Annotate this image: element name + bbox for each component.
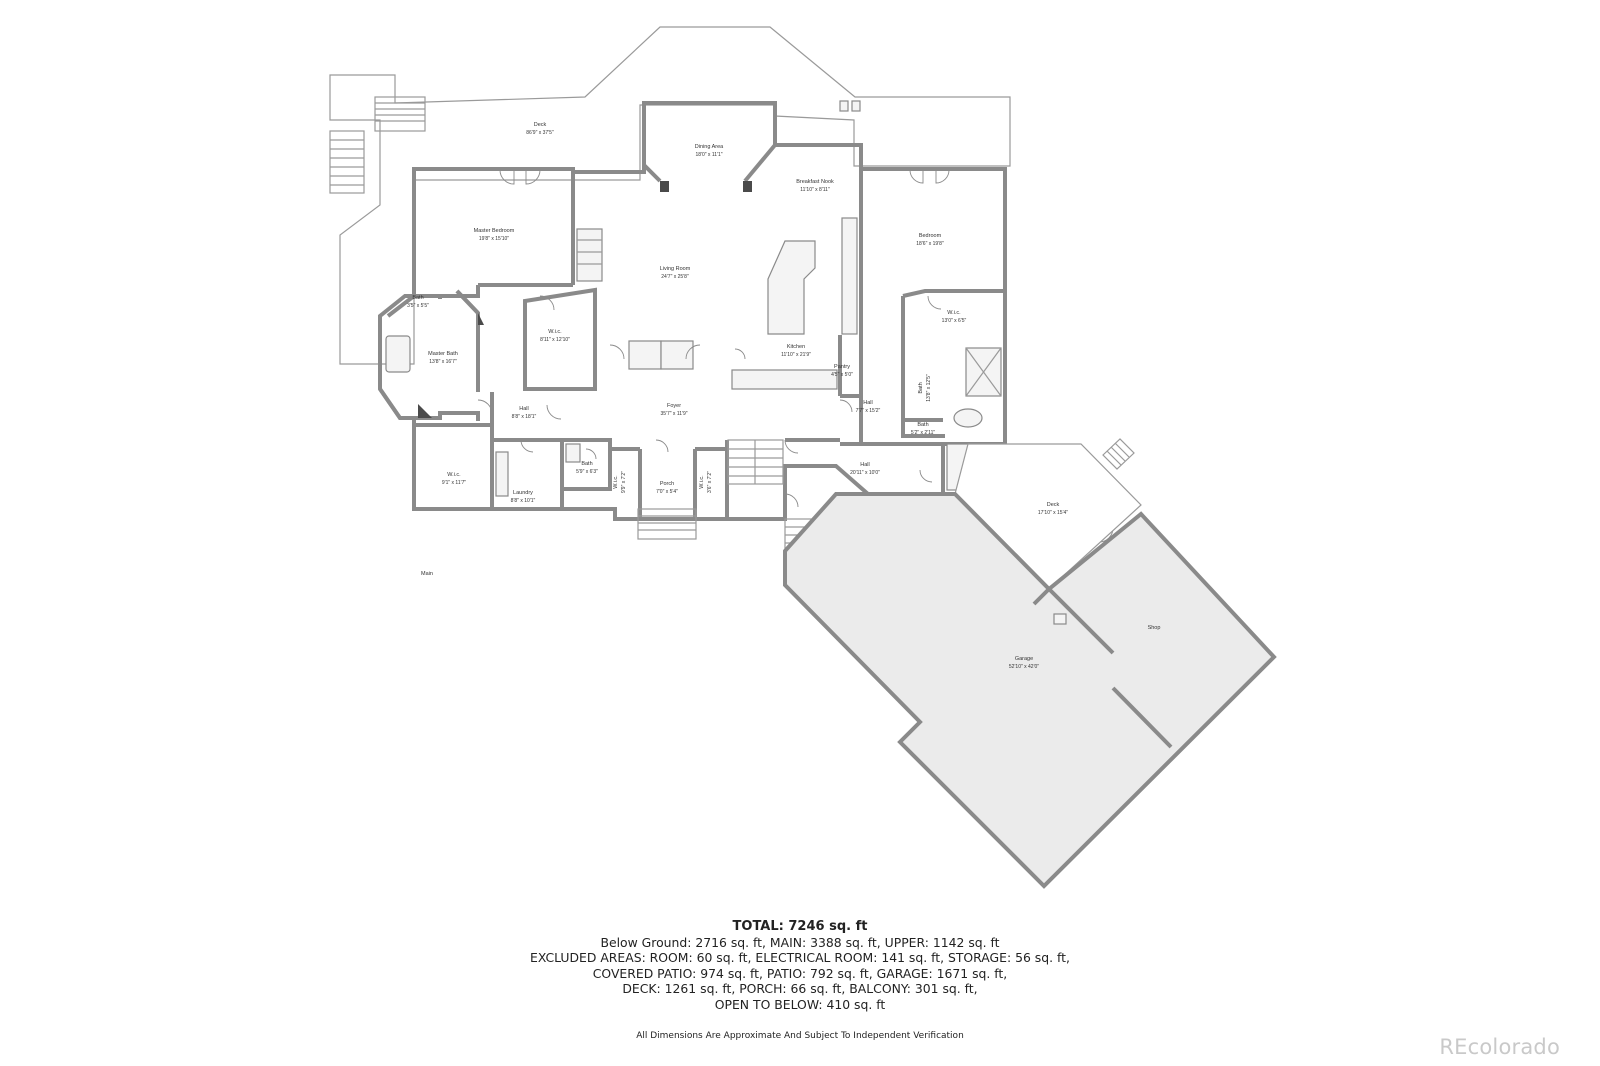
room-label-foyer: Foyer [667,403,681,409]
room-label-hall: Hall [860,462,869,468]
room-label-deck: Deck [1047,502,1060,508]
summary-line: EXCLUDED AREAS: ROOM: 60 sq. ft, ELECTRI… [530,950,1070,966]
room-label-bath: Bath [581,461,592,467]
summary-line: OPEN TO BELOW: 410 sq. ft [714,996,886,1012]
room-label-hall: Hall [863,400,872,406]
summary-line: Below Ground: 2716 sq. ft, MAIN: 3388 sq… [600,934,1000,950]
summary-line: DECK: 1261 sq. ft, PORCH: 66 sq. ft, BAL… [622,981,978,997]
room-dim-bath: 5'2" x 2'11" [911,430,935,436]
pillar [418,404,432,418]
room-dim-hall: 20'11" x 10'0" [850,470,880,476]
bathtub [385,335,411,373]
kitchen-counter [841,217,858,335]
room-dim-garage: 52'10" x 42'0" [1009,664,1039,670]
room-label-living: Living Room [660,266,691,272]
room-dim-bedroom: 18'6" x 19'8" [916,241,944,247]
living-table [628,340,662,370]
room-label-bath: Bath [917,422,928,428]
room-label-bedroom: Bedroom [919,233,942,239]
room-dim-deck: 17'10" x 15'4" [1038,510,1068,516]
garage-shop [783,492,1277,889]
laundry-counter [495,451,509,497]
room-dim-wic: 9'9" x 7'2" [621,471,627,493]
room-dim-hall: 7'7" x 15'2" [856,408,881,414]
kitchen-counter-lower [731,369,838,390]
pillar [478,313,484,325]
room-label-wic: W.i.c. [699,475,705,489]
room-labels: Deck 86'9" x 37'5" Dining Area 18'0" x 1… [407,122,1160,670]
room-label-garage: Garage [1015,656,1033,662]
room-dim-bath: 3'5" x 5'5" [407,303,429,309]
room-dim-living: 24'7" x 25'8" [661,274,689,280]
room-dim-hall: 8'8" x 18'1" [512,414,537,420]
interior-stairs [727,439,784,485]
room-dim-deck: 86'9" x 37'5" [526,130,554,136]
room-dim-pantry: 4'5" x 5'0" [831,372,853,378]
room-label-wic: W.i.c. [548,329,562,335]
room-dim-porch: 7'0" x 5'4" [656,489,678,495]
watermark-logo: REcolorado [1439,1035,1560,1059]
room-label-pantry: Pantry [834,364,850,370]
room-label-dining: Dining Area [695,144,724,150]
room-label-wic: W.i.c. [947,310,961,316]
room-dim-master-bath: 13'8" x 16'7" [429,359,457,365]
pillar [660,181,669,192]
room-label-bath: Bath [918,382,924,393]
living-table [660,340,694,370]
garage-fixture [1053,613,1067,625]
room-label-master-bath: Master Bath [428,351,458,357]
room-label-kitchen: Kitchen [787,344,805,350]
floor-label: Main [421,571,433,577]
porch-steps [637,508,697,540]
kitchen-island [767,240,816,335]
fireplace [576,228,603,282]
room-label-deck: Deck [534,122,547,128]
room-dim-bath: 13'8" x 12'5" [926,374,932,402]
deck-fixture [839,100,849,112]
room-dim-wic: 13'0" x 6'5" [942,318,967,324]
room-dim-breakfast: 11'10" x 8'11" [800,187,830,193]
floor-plan: Deck 86'9" x 37'5" Dining Area 18'0" x 1… [329,26,1277,889]
room-label-master-bedroom: Master Bedroom [474,228,515,234]
room-dim-dining: 18'0" x 11'1" [695,152,722,158]
tub-right [953,408,983,428]
summary-line: COVERED PATIO: 974 sq. ft, PATIO: 792 sq… [592,965,1008,981]
room-label-bath: Bath [412,295,423,301]
room-dim-bath: 5'9" x 6'3" [576,469,598,475]
disclaimer: All Dimensions Are Approximate And Subje… [636,1031,964,1041]
total-area: TOTAL: 7246 sq. ft [732,919,868,934]
room-label-porch: Porch [660,481,674,487]
pillar [743,181,752,192]
room-dim-master-bedroom: 19'8" x 15'10" [479,236,509,242]
room-label-hall: Hall [519,406,528,412]
room-dim-wic: 3'6" x 7'2" [707,471,713,493]
room-label-breakfast: Breakfast Nook [796,179,834,185]
house-walls [378,101,1114,625]
room-label-shop: Shop [1148,625,1161,631]
room-dim-foyer: 35'7" x 11'9" [660,411,687,417]
room-label-wic: W.i.c. [613,475,619,489]
room-dim-wic: 9'1" x 11'7" [442,480,466,486]
room-label-laundry: Laundry [513,490,533,496]
deck-stairs-left [329,96,426,194]
deck-fixture [851,100,861,112]
upper-deck [329,26,1011,365]
bath-vanity [565,443,581,463]
room-label-wic: W.i.c. [447,472,461,478]
room-dim-kitchen: 11'10" x 21'9" [781,352,811,358]
deck-stairs-right [1102,438,1135,470]
area-summary: TOTAL: 7246 sq. ft Below Ground: 2716 sq… [0,919,1600,1013]
room-dim-laundry: 8'8" x 10'1" [511,498,536,504]
room-dim-wic: 8'11" x 12'10" [540,337,570,343]
